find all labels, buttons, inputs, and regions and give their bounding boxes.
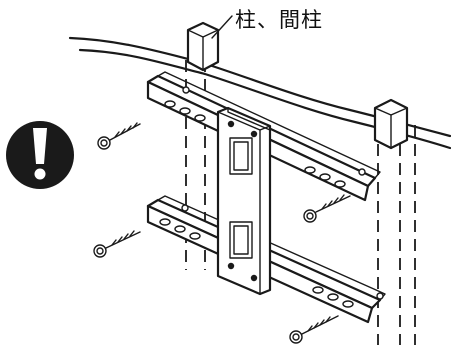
exclamation-warning-icon [6,121,74,189]
vertical-bracket [216,106,272,296]
screw-lower-left [93,230,141,258]
label-leader-line [211,15,233,39]
screw-right-middle [303,194,351,223]
stud-left [186,21,220,72]
stud-right [373,98,409,150]
screw-upper-left [97,122,141,150]
screw-lower-right [289,315,339,344]
stud-callout-label: 柱、間柱 [235,8,323,32]
